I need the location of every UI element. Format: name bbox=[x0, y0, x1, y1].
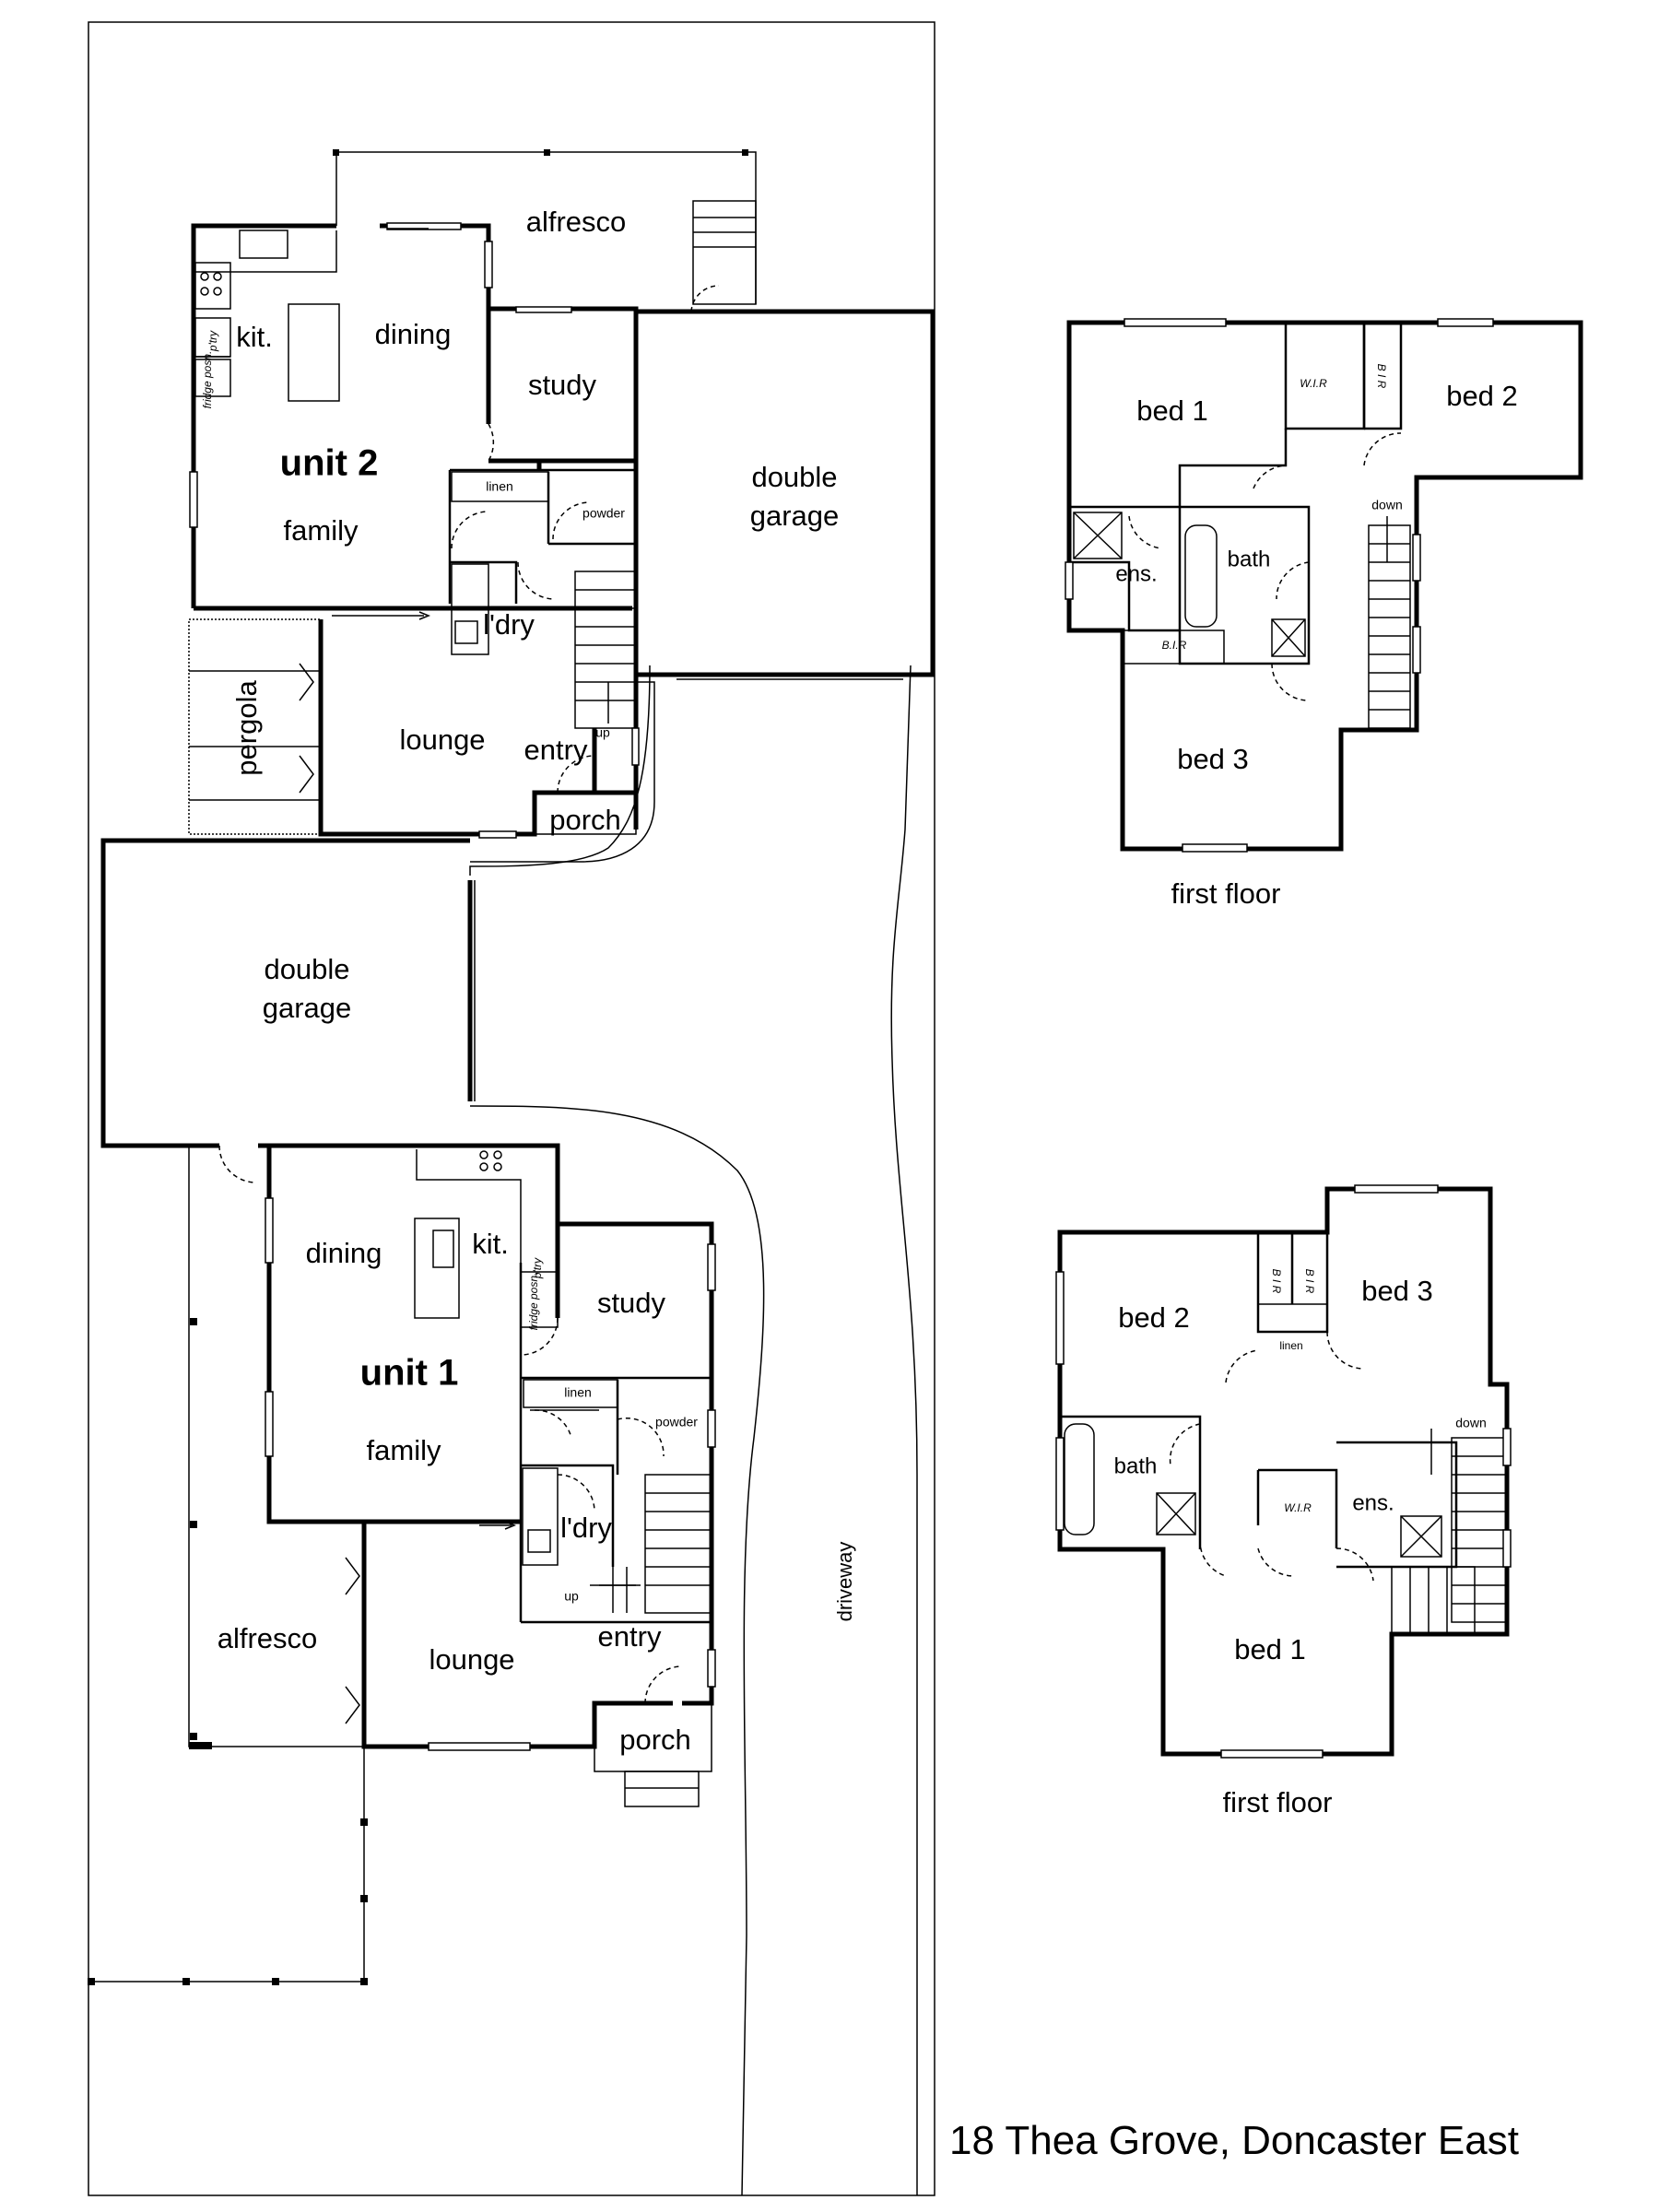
unit1-alfresco-label: alfresco bbox=[218, 1622, 318, 1654]
pergola-label: pergola bbox=[230, 680, 263, 776]
unit2-linen-label: linen bbox=[486, 479, 513, 494]
u1ff-linen-label: linen bbox=[1279, 1339, 1302, 1352]
unit2-title: unit 2 bbox=[280, 443, 379, 484]
unit2-study-label: study bbox=[528, 369, 597, 401]
unit1-laundry-label: l'dry bbox=[560, 1512, 612, 1544]
cooktop-icon bbox=[479, 1150, 502, 1171]
u2ff-floor-label: first floor bbox=[1171, 877, 1281, 910]
cooktop-icon bbox=[200, 272, 222, 296]
unit1-porch-label: porch bbox=[619, 1724, 691, 1756]
u1ff-bir-right-label: B I R bbox=[1303, 1269, 1316, 1294]
u1ff-down-label: down bbox=[1455, 1416, 1486, 1430]
unit1-dining-label: dining bbox=[306, 1237, 382, 1269]
unit1-study-label: study bbox=[597, 1287, 666, 1319]
unit2-laundry-label: l'dry bbox=[483, 608, 535, 641]
lot-boundary bbox=[88, 21, 935, 2196]
u2ff-wir-label: W.I.R bbox=[1300, 377, 1327, 390]
unit1-pantry-label: p'try bbox=[531, 1257, 544, 1279]
u2ff-bed3-label: bed 3 bbox=[1177, 743, 1249, 775]
u1ff-floor-label: first floor bbox=[1223, 1786, 1333, 1818]
unit2-porch-label: porch bbox=[549, 804, 621, 836]
u1ff-bed1-label: bed 1 bbox=[1234, 1633, 1306, 1665]
unit2-family-label: family bbox=[284, 514, 359, 547]
unit1-entry-label: entry bbox=[598, 1620, 662, 1653]
unit1-linen-label: linen bbox=[564, 1385, 592, 1400]
u2ff-bath-label: bath bbox=[1228, 547, 1271, 571]
unit2-lounge-label: lounge bbox=[399, 724, 485, 756]
fence-posts bbox=[88, 1318, 368, 1985]
unit2-garage-label-2: garage bbox=[750, 500, 840, 532]
unit1-up-label: up bbox=[564, 1589, 579, 1604]
unit2-entry-label: entry bbox=[524, 734, 588, 766]
u2ff-bed2-label: bed 2 bbox=[1446, 380, 1518, 412]
u1ff-ensuite-label: ens. bbox=[1352, 1490, 1394, 1515]
unit2-pantry-label: p'try bbox=[206, 330, 219, 352]
u2ff-bir-bottom-label: B.I.R bbox=[1162, 639, 1187, 652]
u1ff-bath-label: bath bbox=[1114, 1453, 1158, 1478]
unit2-up-label: up bbox=[595, 725, 610, 740]
unit-2-first-floor bbox=[1065, 318, 1583, 853]
unit1-family-label: family bbox=[367, 1434, 441, 1466]
unit-2-ground-floor bbox=[189, 149, 935, 863]
unit1-kitchen-label: kit. bbox=[472, 1228, 509, 1260]
u1ff-wir-label: W.I.R bbox=[1284, 1501, 1312, 1514]
unit-1-first-floor bbox=[1055, 1184, 1512, 1759]
middle-garage-label-2: garage bbox=[263, 992, 352, 1024]
unit2-alfresco-label: alfresco bbox=[526, 206, 627, 238]
unit1-lounge-label: lounge bbox=[429, 1643, 514, 1676]
middle-garage-label-1: double bbox=[264, 953, 349, 985]
unit2-kitchen-label: kit. bbox=[236, 321, 273, 353]
pergola bbox=[188, 618, 322, 835]
unit1-powder-label: powder bbox=[655, 1415, 698, 1430]
address-title: 18 Thea Grove, Doncaster East bbox=[949, 2118, 1519, 2163]
unit2-dining-label: dining bbox=[375, 318, 452, 350]
driveway-label: driveway bbox=[833, 1542, 856, 1622]
unit2-powder-label: powder bbox=[582, 506, 625, 521]
unit2-fridge-label: fridge posn. bbox=[201, 351, 214, 409]
u2ff-bed1-label: bed 1 bbox=[1136, 394, 1208, 427]
unit2-garage-label-1: double bbox=[751, 461, 837, 493]
unit1-fridge-label: fridge posn. bbox=[527, 1273, 540, 1331]
u2ff-down-label: down bbox=[1371, 498, 1402, 512]
unit1-title: unit 1 bbox=[360, 1353, 459, 1394]
u1ff-bed2-label: bed 2 bbox=[1118, 1301, 1190, 1334]
unit-1-ground-floor bbox=[188, 1143, 716, 1807]
u1ff-bir-left-label: B I R bbox=[1270, 1269, 1283, 1294]
u2ff-ensuite-label: ens. bbox=[1115, 561, 1157, 586]
u1ff-bed3-label: bed 3 bbox=[1361, 1275, 1433, 1307]
u2ff-bir-top-label: B I R bbox=[1375, 364, 1388, 389]
